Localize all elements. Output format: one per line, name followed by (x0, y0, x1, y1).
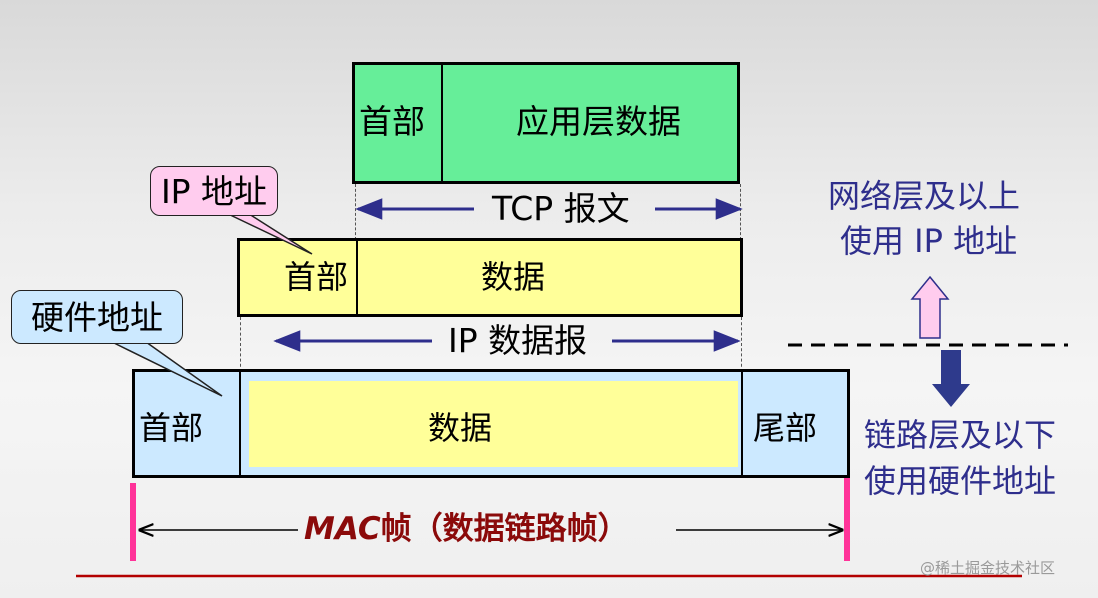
ip-guide-right (741, 317, 742, 372)
ip-data-label: 数据 (481, 258, 546, 296)
ip-address-callout: IP 地址 (150, 166, 278, 216)
mac-data-label: 数据 (428, 409, 493, 447)
ip-header-label: 首部 (284, 258, 349, 296)
ip-guide-left (240, 317, 241, 372)
mac-span-label-prefix: MAC (304, 511, 381, 547)
hardware-address-callout: 硬件地址 (11, 290, 183, 344)
mac-callout-pointer (111, 341, 223, 397)
ip-callout-pointer (223, 211, 313, 255)
up-arrow-icon (910, 275, 950, 339)
mac-trailer-label: 尾部 (753, 409, 818, 447)
tcp-span-label: TCP 报文 (492, 189, 630, 228)
tcp-segment-box (352, 62, 740, 184)
mac-span-label-suffix: 帧（数据链路帧） (380, 511, 629, 547)
mac-span-label: MAC帧（数据链路帧） (304, 514, 629, 545)
mac-header-label: 首部 (139, 409, 204, 447)
ip-address-callout-text: IP 地址 (160, 171, 268, 211)
mac-frame-box (132, 369, 850, 478)
ip-datagram-box (237, 238, 743, 317)
mac-data-field (249, 381, 738, 467)
mac-trailer-divider (741, 372, 743, 475)
hardware-address-callout-text: 硬件地址 (31, 297, 163, 337)
lower-layers-line-2: 使用硬件地址 (864, 462, 1057, 500)
tcp-data-label: 应用层数据 (516, 102, 681, 141)
tcp-header-label: 首部 (359, 102, 425, 141)
lower-layers-line-1: 链路层及以下 (864, 416, 1057, 454)
upper-layers-line-2: 使用 IP 地址 (840, 222, 1018, 260)
ip-header-divider (356, 241, 358, 314)
ip-span-label: IP 数据报 (448, 321, 588, 360)
tcp-header-divider (441, 65, 443, 181)
mac-header-divider (239, 372, 241, 475)
upper-layers-line-1: 网络层及以上 (828, 177, 1021, 215)
down-arrow-icon (932, 350, 970, 407)
watermark-text: @稀土掘金技术社区 (920, 559, 1056, 577)
